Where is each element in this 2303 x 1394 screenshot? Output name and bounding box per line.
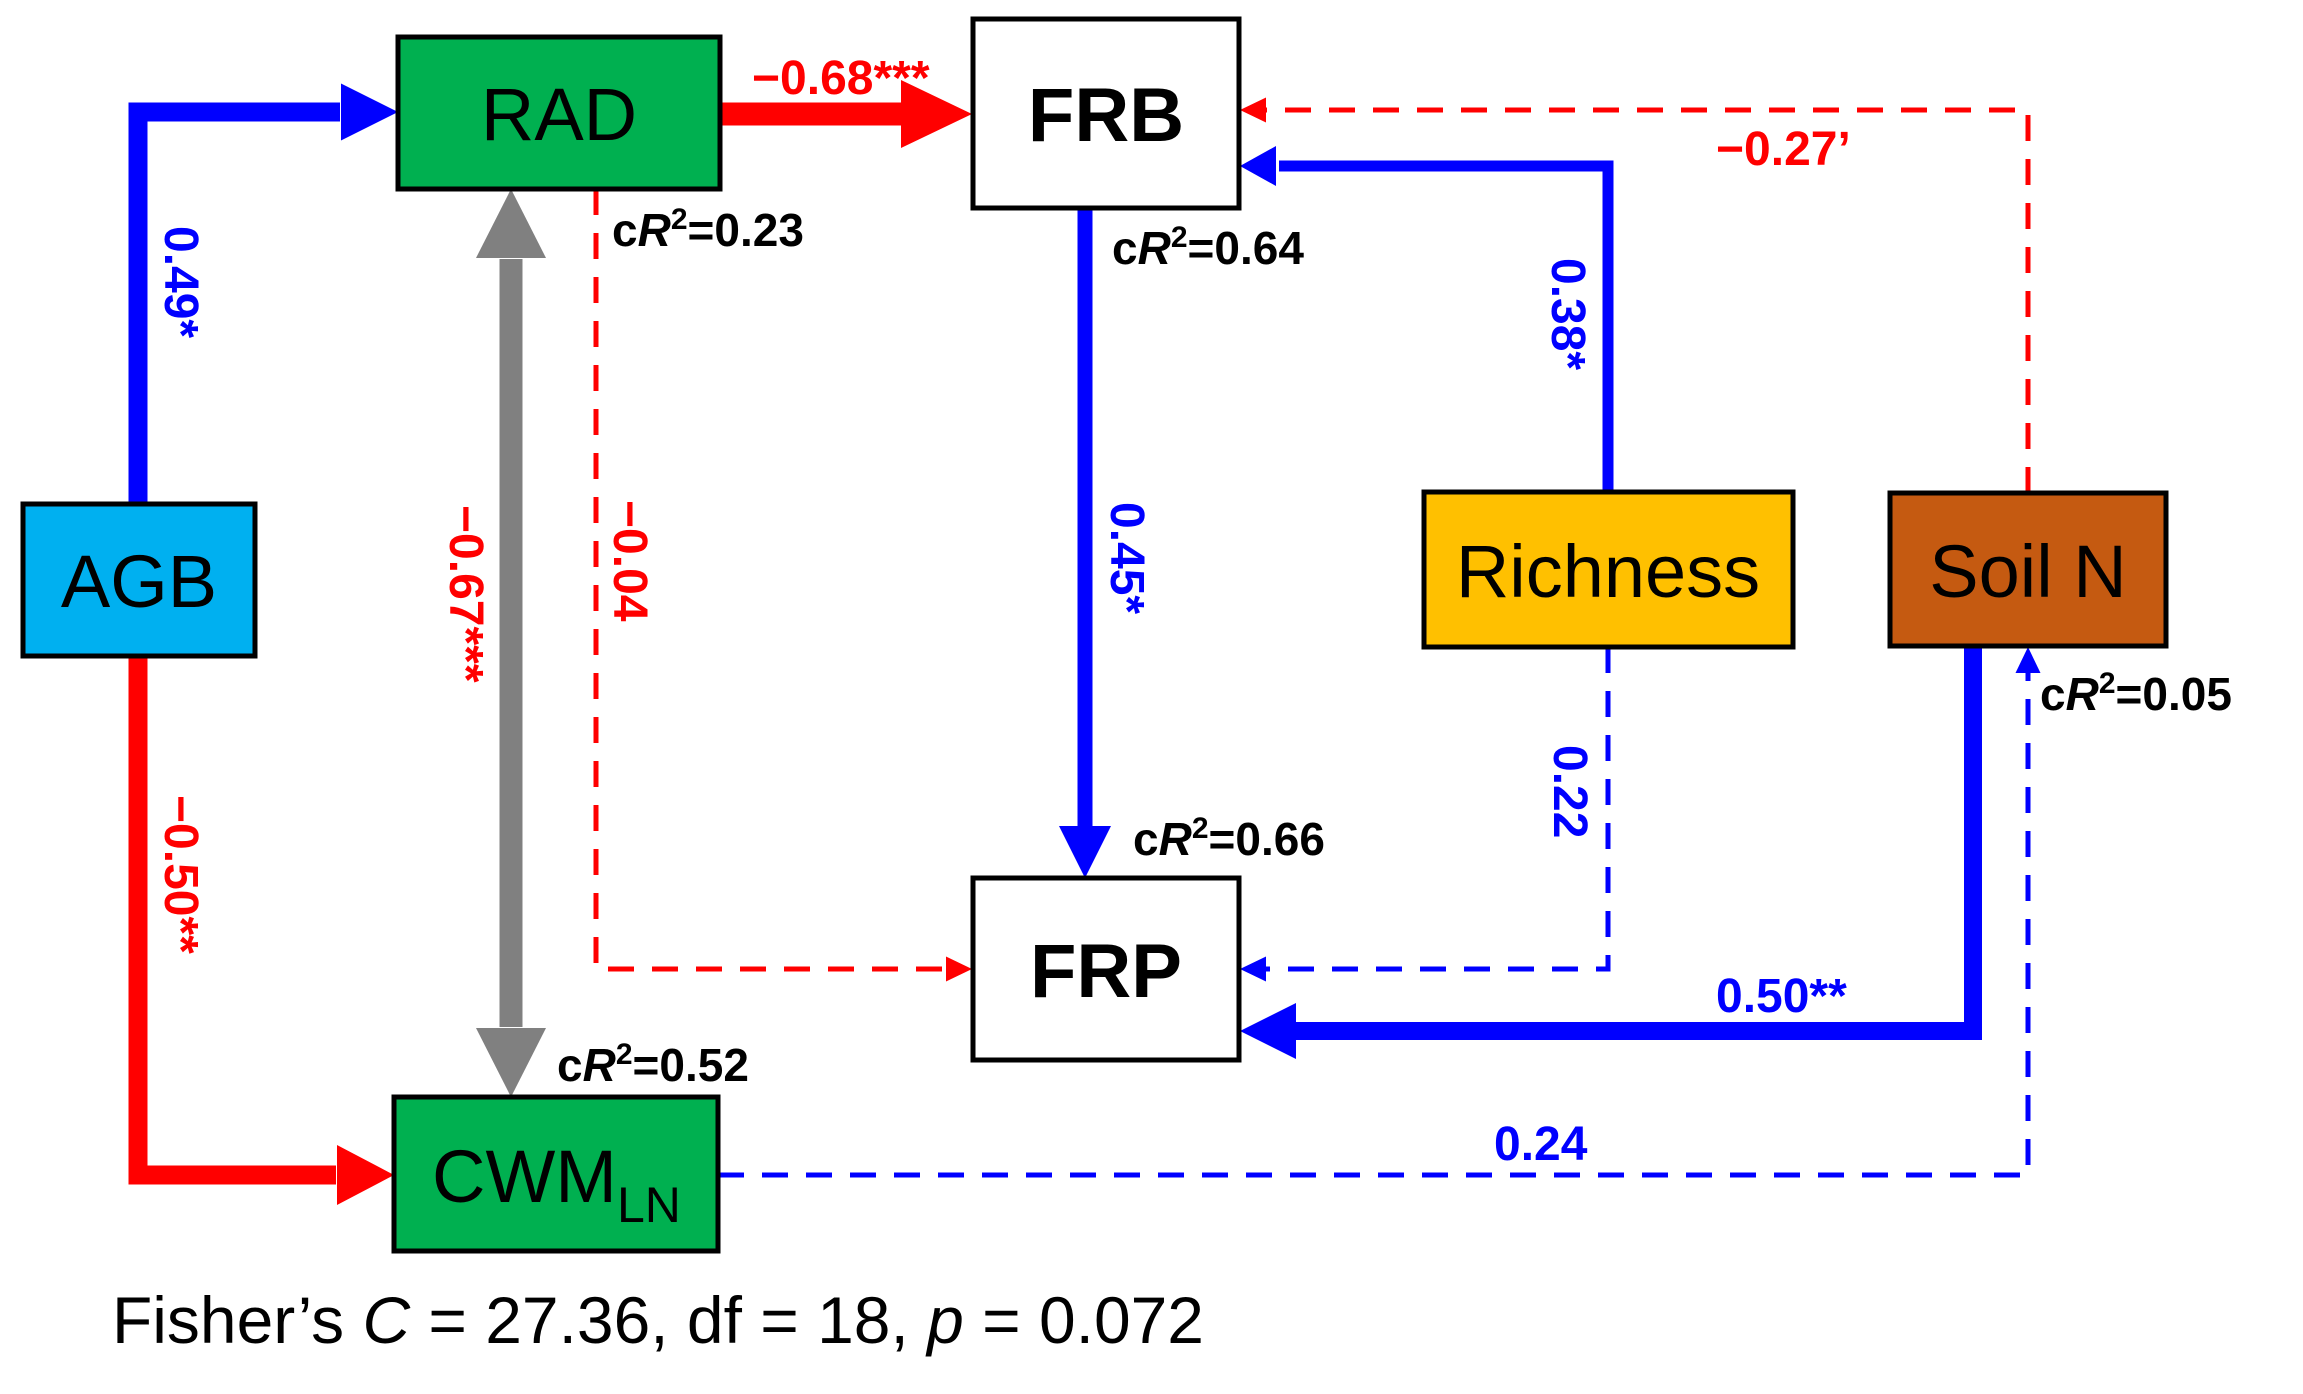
coef-rad-frp: −0.04 — [603, 500, 656, 622]
coef-cwm-soiln: 0.24 — [1494, 1118, 1588, 1171]
arrowhead-richness-frp — [1240, 956, 1266, 982]
path-line-richness-frp — [1265, 647, 1611, 972]
node-soiln-box — [1887, 490, 2169, 649]
path-agb-rad — [128, 83, 398, 504]
coef-frb-frp: 0.45* — [1100, 502, 1153, 614]
coef-richness-frb: 0.38* — [1541, 258, 1594, 370]
coef-richness-frp: 0.22 — [1543, 745, 1596, 838]
path-richness-frp — [1240, 647, 1611, 982]
path-cwm-soiln — [718, 647, 2041, 1178]
path-line-agb-rad — [128, 102, 340, 504]
node-agb-box — [20, 501, 258, 659]
path-soiln-frp — [1240, 646, 1982, 1059]
path-line-rad-frp — [593, 189, 947, 972]
arrowhead-soiln-frp — [1240, 1003, 1296, 1059]
node-cwm-label: CWMLN — [432, 1135, 681, 1233]
coef-rad-cwm: −0.67*** — [439, 505, 492, 683]
coef-agb-cwm: −0.50** — [154, 795, 207, 954]
path-arrows — [128, 80, 2041, 1205]
node-agb[interactable]: AGB — [20, 501, 258, 659]
r2-rad: cR2=0.23 — [612, 203, 804, 256]
path-agb-cwm — [128, 656, 394, 1205]
arrowhead-rad-frp — [946, 956, 972, 982]
coef-rad-frb: −0.68*** — [752, 52, 930, 105]
node-frp[interactable]: FRP — [970, 875, 1242, 1063]
arrowhead-agb-rad — [341, 83, 398, 141]
arrowhead-cwm-soiln — [2015, 647, 2041, 673]
node-cwm-label-main: CWM — [432, 1135, 617, 1218]
node-cwm-label-subscript: LN — [617, 1177, 681, 1233]
node-frb[interactable]: FRB — [970, 16, 1242, 211]
node-cwm-box — [391, 1094, 721, 1254]
r2-frb: cR2=0.64 — [1112, 221, 1304, 274]
coef-soiln-frb: −0.27’ — [1716, 123, 1851, 176]
node-rad[interactable]: RAD — [395, 34, 723, 192]
arrowhead-start-rad-cwm — [476, 189, 546, 258]
path-line-richness-frb — [1279, 160, 1614, 492]
path-line-soiln-frp — [1296, 646, 1982, 1040]
arrowhead-soiln-frb — [1240, 97, 1266, 123]
node-frb-label: FRB — [1028, 73, 1184, 158]
arrowhead-rad-frb — [901, 80, 972, 148]
path-richness-frb — [1240, 146, 1614, 492]
path-rad-frp — [593, 189, 972, 982]
path-rad-cwm — [476, 189, 546, 1097]
node-rad-label: RAD — [481, 73, 637, 156]
node-soiln-label: Soil N — [1929, 530, 2126, 613]
path-soiln-frb — [1240, 97, 2031, 493]
node-cwm[interactable]: CWMLN — [391, 1094, 721, 1254]
coef-soiln-frp: 0.50** — [1716, 970, 1847, 1023]
node-rad-box — [395, 34, 723, 192]
node-richness-label: Richness — [1456, 530, 1760, 613]
path-rad-frb — [720, 80, 972, 148]
r2-cwm: cR2=0.52 — [557, 1038, 749, 1091]
arrowhead-rad-cwm — [476, 1028, 546, 1097]
arrowhead-agb-cwm — [337, 1145, 394, 1205]
node-agb-label: AGB — [61, 540, 217, 623]
node-frp-label: FRP — [1030, 929, 1182, 1014]
path-line-agb-cwm — [128, 656, 336, 1185]
node-frp-box — [970, 875, 1242, 1063]
arrowhead-frb-frp — [1059, 826, 1111, 878]
node-frb-box — [970, 16, 1242, 211]
path-line-soiln-frb — [1264, 107, 2031, 493]
coef-agb-rad: 0.49* — [154, 226, 207, 338]
node-soiln[interactable]: Soil N — [1887, 490, 2169, 649]
node-richness[interactable]: Richness — [1421, 489, 1796, 650]
path-line-cwm-soiln — [718, 672, 2031, 1178]
path-frb-frp — [1059, 208, 1111, 878]
node-richness-box — [1421, 489, 1796, 650]
r2-frp: cR2=0.66 — [1133, 812, 1325, 865]
arrowhead-richness-frb — [1240, 146, 1276, 186]
model-fit-statistics: Fisher’s C = 27.36, df = 18, p = 0.072 — [112, 1283, 1204, 1357]
r2-soiln: cR2=0.05 — [2040, 667, 2232, 720]
